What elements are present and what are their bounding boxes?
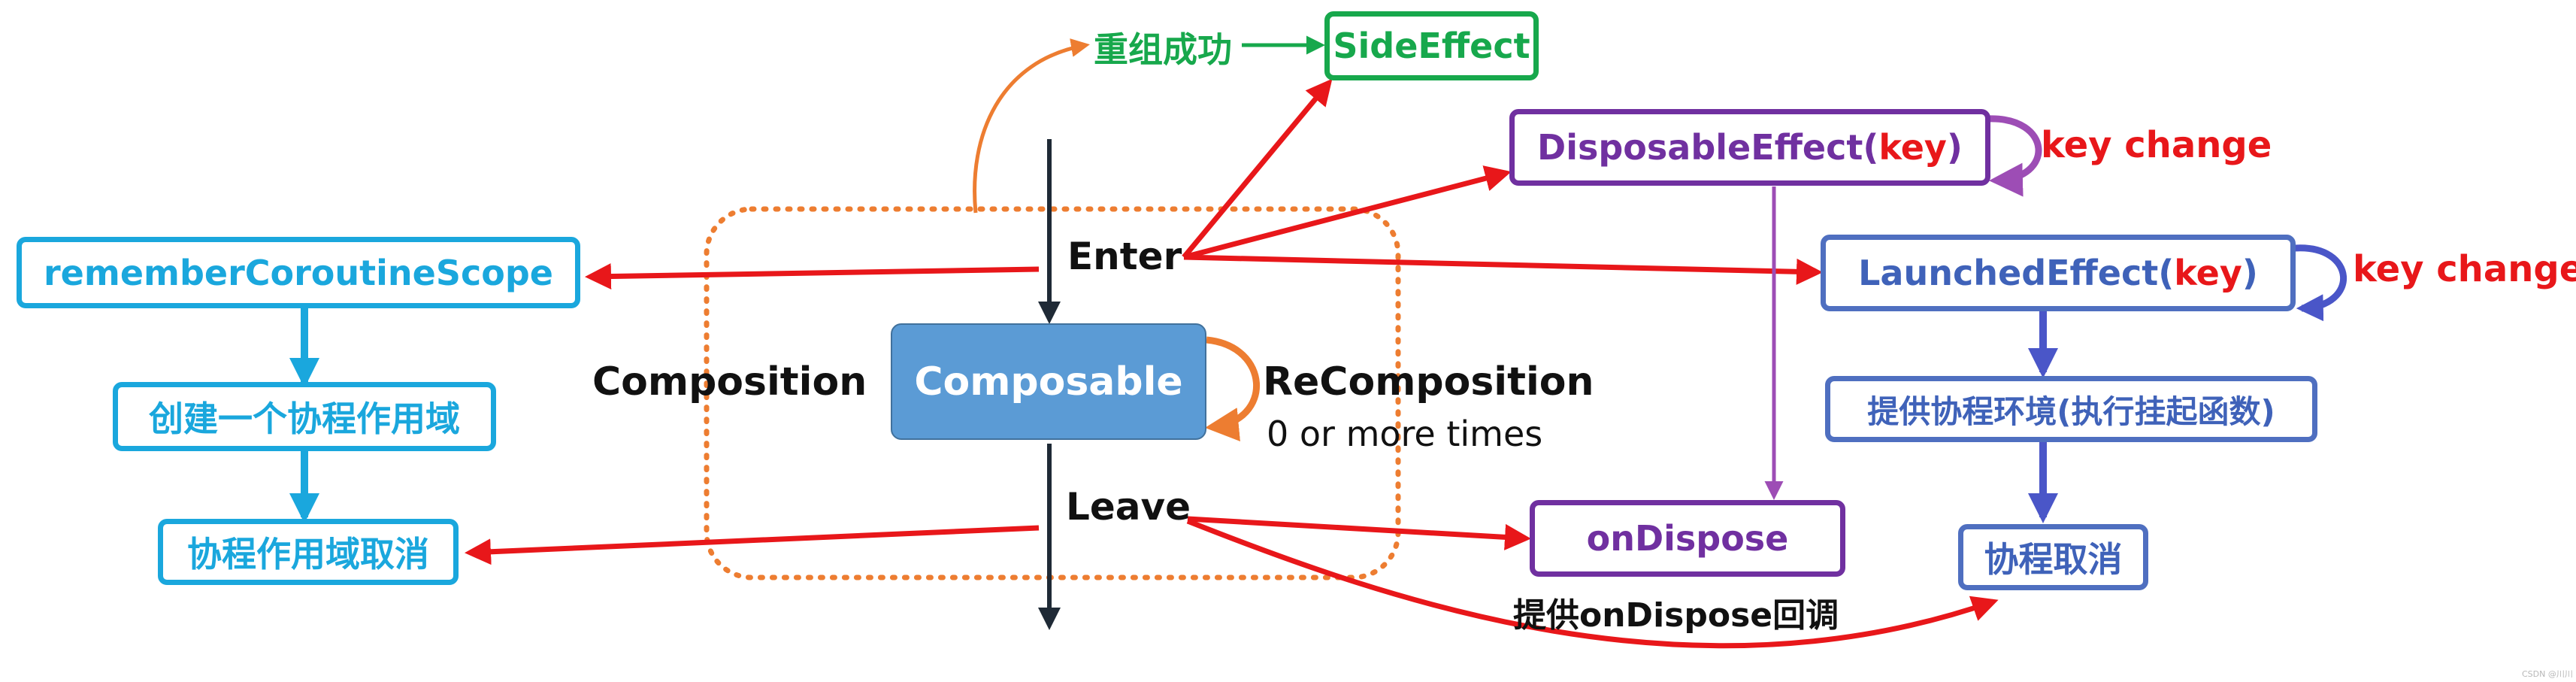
leave-to-coroutine-cancel-arrow [1186, 518, 1999, 649]
launched-effect-key: key [2174, 253, 2242, 293]
recomposition-loop-arrow [1205, 336, 1261, 441]
coroutine-cancel-box: 协程取消 [1958, 524, 2148, 590]
launched-key-change-label: key change [2353, 248, 2576, 290]
leave-to-on-dispose-arrow [1187, 516, 1531, 550]
launched-effect-close: ) [2242, 253, 2258, 293]
launched-key-change-loop [2294, 244, 2347, 322]
side-effect-box: SideEffect [1324, 11, 1539, 80]
credit-watermark: CSDN @川川 [2522, 669, 2573, 679]
enter-to-scope-arrow [585, 263, 1040, 290]
disposable-effect-close: ) [1946, 127, 1963, 168]
disposable-effect-box: DisposableEffect(key) [1509, 109, 1990, 186]
recomposition-times-label: 0 or more times [1267, 414, 1543, 454]
enter-to-disposable-arrow [1183, 165, 1512, 260]
composition-label: Composition [592, 359, 867, 405]
remember-coroutine-scope-box: rememberCoroutineScope [17, 237, 580, 308]
recompose-success-arrow [973, 38, 1090, 214]
enter-to-launched-arrow [1183, 254, 1823, 285]
on-dispose-box: onDispose [1530, 500, 1845, 577]
create-scope-box: 创建一个协程作用域 [113, 382, 496, 451]
composable-box: Composable [891, 323, 1206, 440]
disposable-key-change-label: key change [2041, 124, 2272, 166]
leave-label: Leave [1066, 485, 1191, 529]
enter-to-side-effect-arrow [1182, 78, 1333, 259]
launched-effect-name: LaunchedEffect( [1858, 253, 2175, 293]
disposable-effect-name: DisposableEffect( [1537, 127, 1879, 168]
scope-cancel-box: 协程作用域取消 [158, 519, 459, 585]
recompose-success-label: 重组成功 [1094, 29, 1232, 70]
recomposition-label: ReComposition [1263, 359, 1594, 405]
enter-label: Enter [1067, 235, 1182, 278]
composition-region [704, 206, 1401, 580]
coroutine-env-box: 提供协程环境(执行挂起函数) [1825, 376, 2317, 442]
leave-to-scope-cancel-arrow [465, 525, 1040, 565]
on-dispose-caption: 提供onDispose回调 [1513, 596, 1839, 635]
disposable-effect-key: key [1878, 127, 1947, 168]
disposable-key-change-loop [1987, 115, 2042, 197]
launched-effect-box: LaunchedEffect(key) [1821, 235, 2296, 311]
